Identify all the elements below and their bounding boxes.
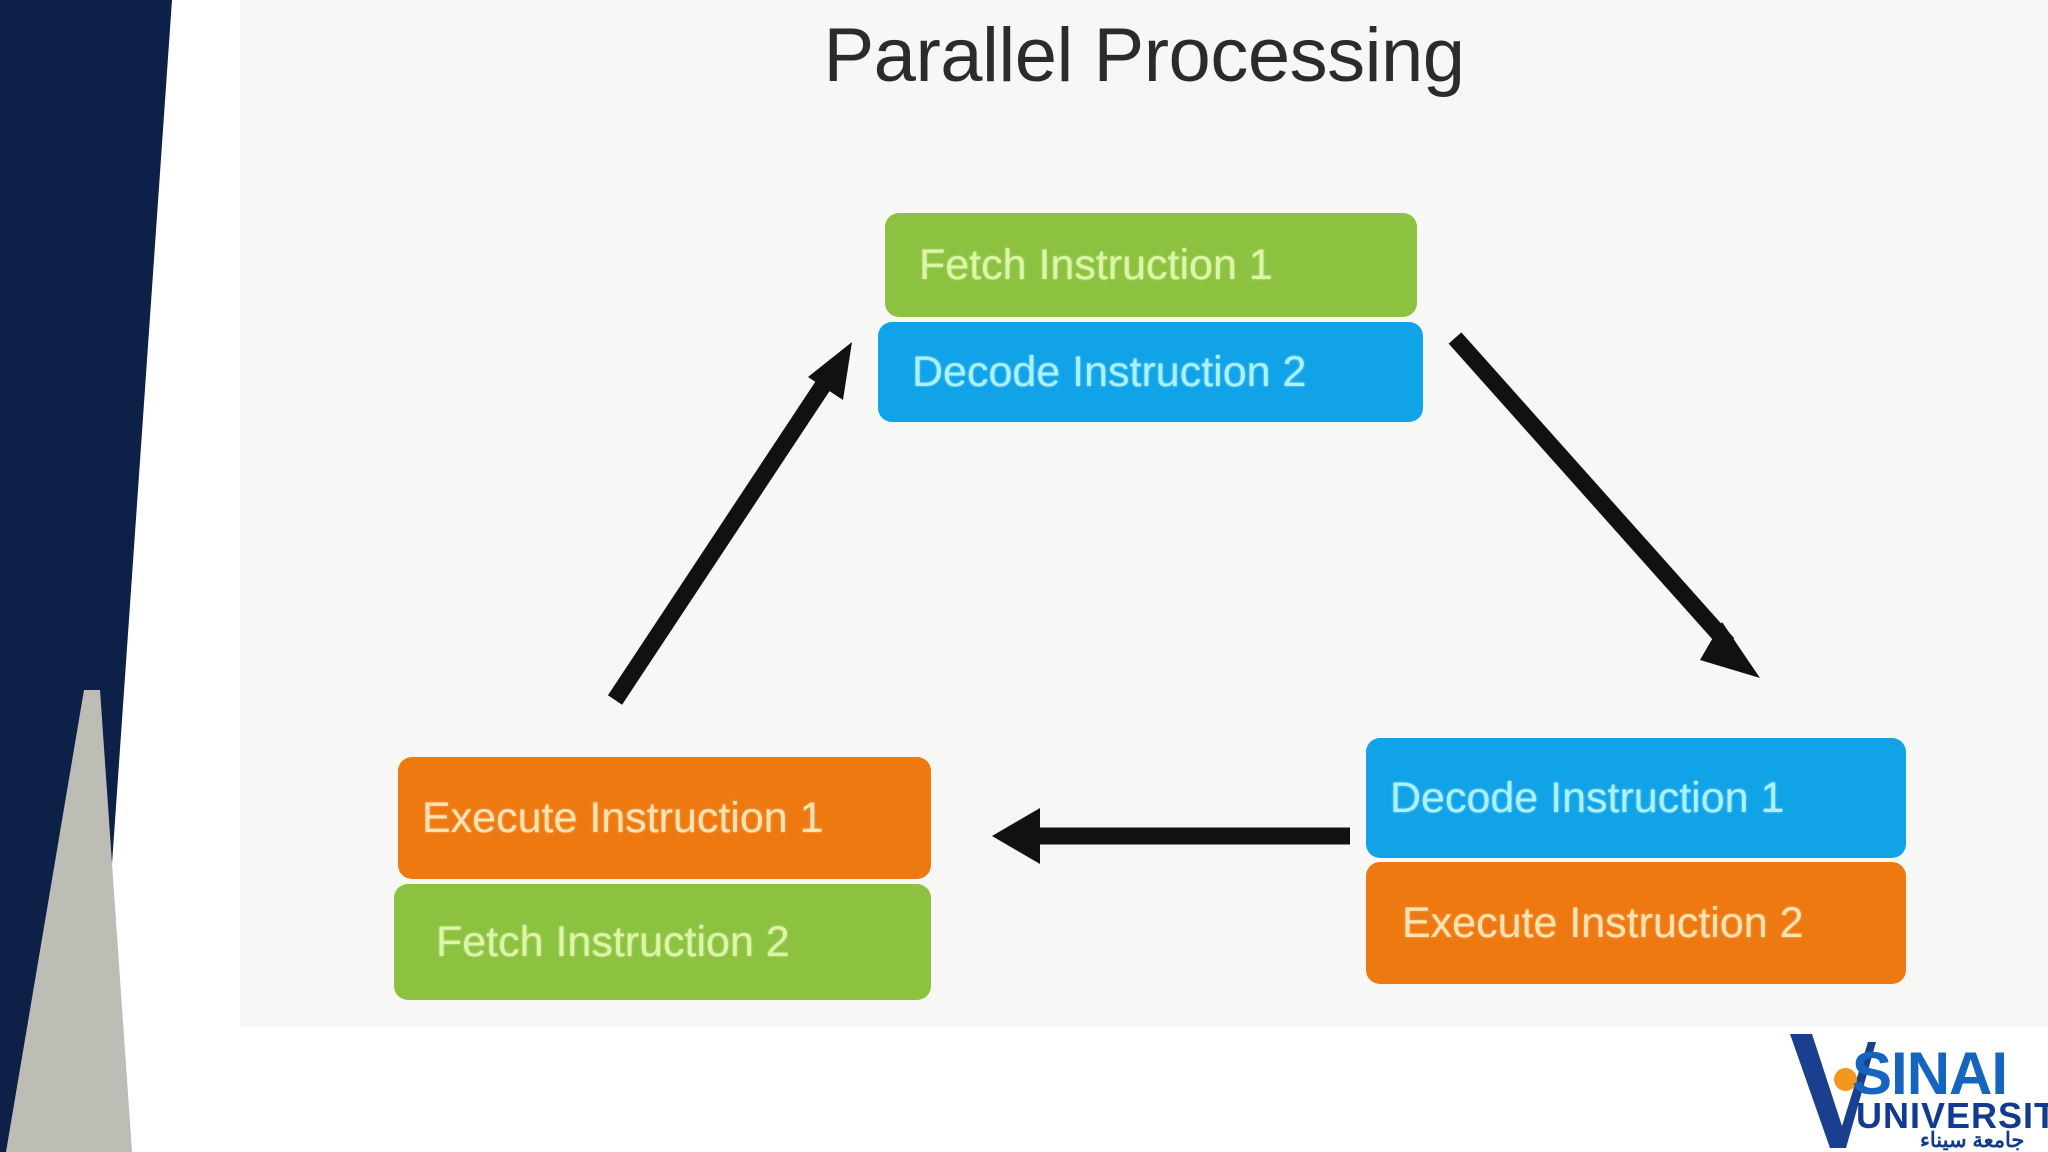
logo-subtitle: UNIVERSITY bbox=[1856, 1095, 2048, 1136]
stage-box-execute-instruction-2[interactable]: Execute Instruction 2 bbox=[1366, 862, 1906, 984]
stage-box-decode-instruction-2[interactable]: Decode Instruction 2 bbox=[878, 322, 1423, 422]
stage-label: Decode Instruction 1 bbox=[1390, 773, 1785, 822]
logo-name: SINAI bbox=[1852, 1040, 2008, 1107]
slide-canvas-footer bbox=[240, 1027, 2048, 1152]
stage-box-decode-instruction-1[interactable]: Decode Instruction 1 bbox=[1366, 738, 1906, 858]
stage-box-fetch-instruction-1[interactable]: Fetch Instruction 1 bbox=[885, 213, 1417, 317]
logo-dot-icon bbox=[1834, 1068, 1857, 1091]
stage-label: Fetch Instruction 1 bbox=[919, 240, 1273, 289]
stage-label: Execute Instruction 1 bbox=[422, 793, 824, 842]
logo-checkmark-icon bbox=[1790, 1034, 1876, 1148]
page-title: Parallel Processing bbox=[823, 13, 1465, 98]
stage-label: Fetch Instruction 2 bbox=[436, 917, 790, 966]
logo-arabic-name: جامعة سيناء bbox=[1920, 1129, 2025, 1152]
stage-label: Execute Instruction 2 bbox=[1402, 898, 1804, 947]
sinai-university-logo: SINAI UNIVERSITY جامعة سيناء bbox=[1790, 1024, 2048, 1152]
stage-box-fetch-instruction-2[interactable]: Fetch Instruction 2 bbox=[394, 884, 931, 1000]
stage-label: Decode Instruction 2 bbox=[912, 347, 1307, 396]
stage-box-execute-instruction-1[interactable]: Execute Instruction 1 bbox=[398, 757, 931, 879]
